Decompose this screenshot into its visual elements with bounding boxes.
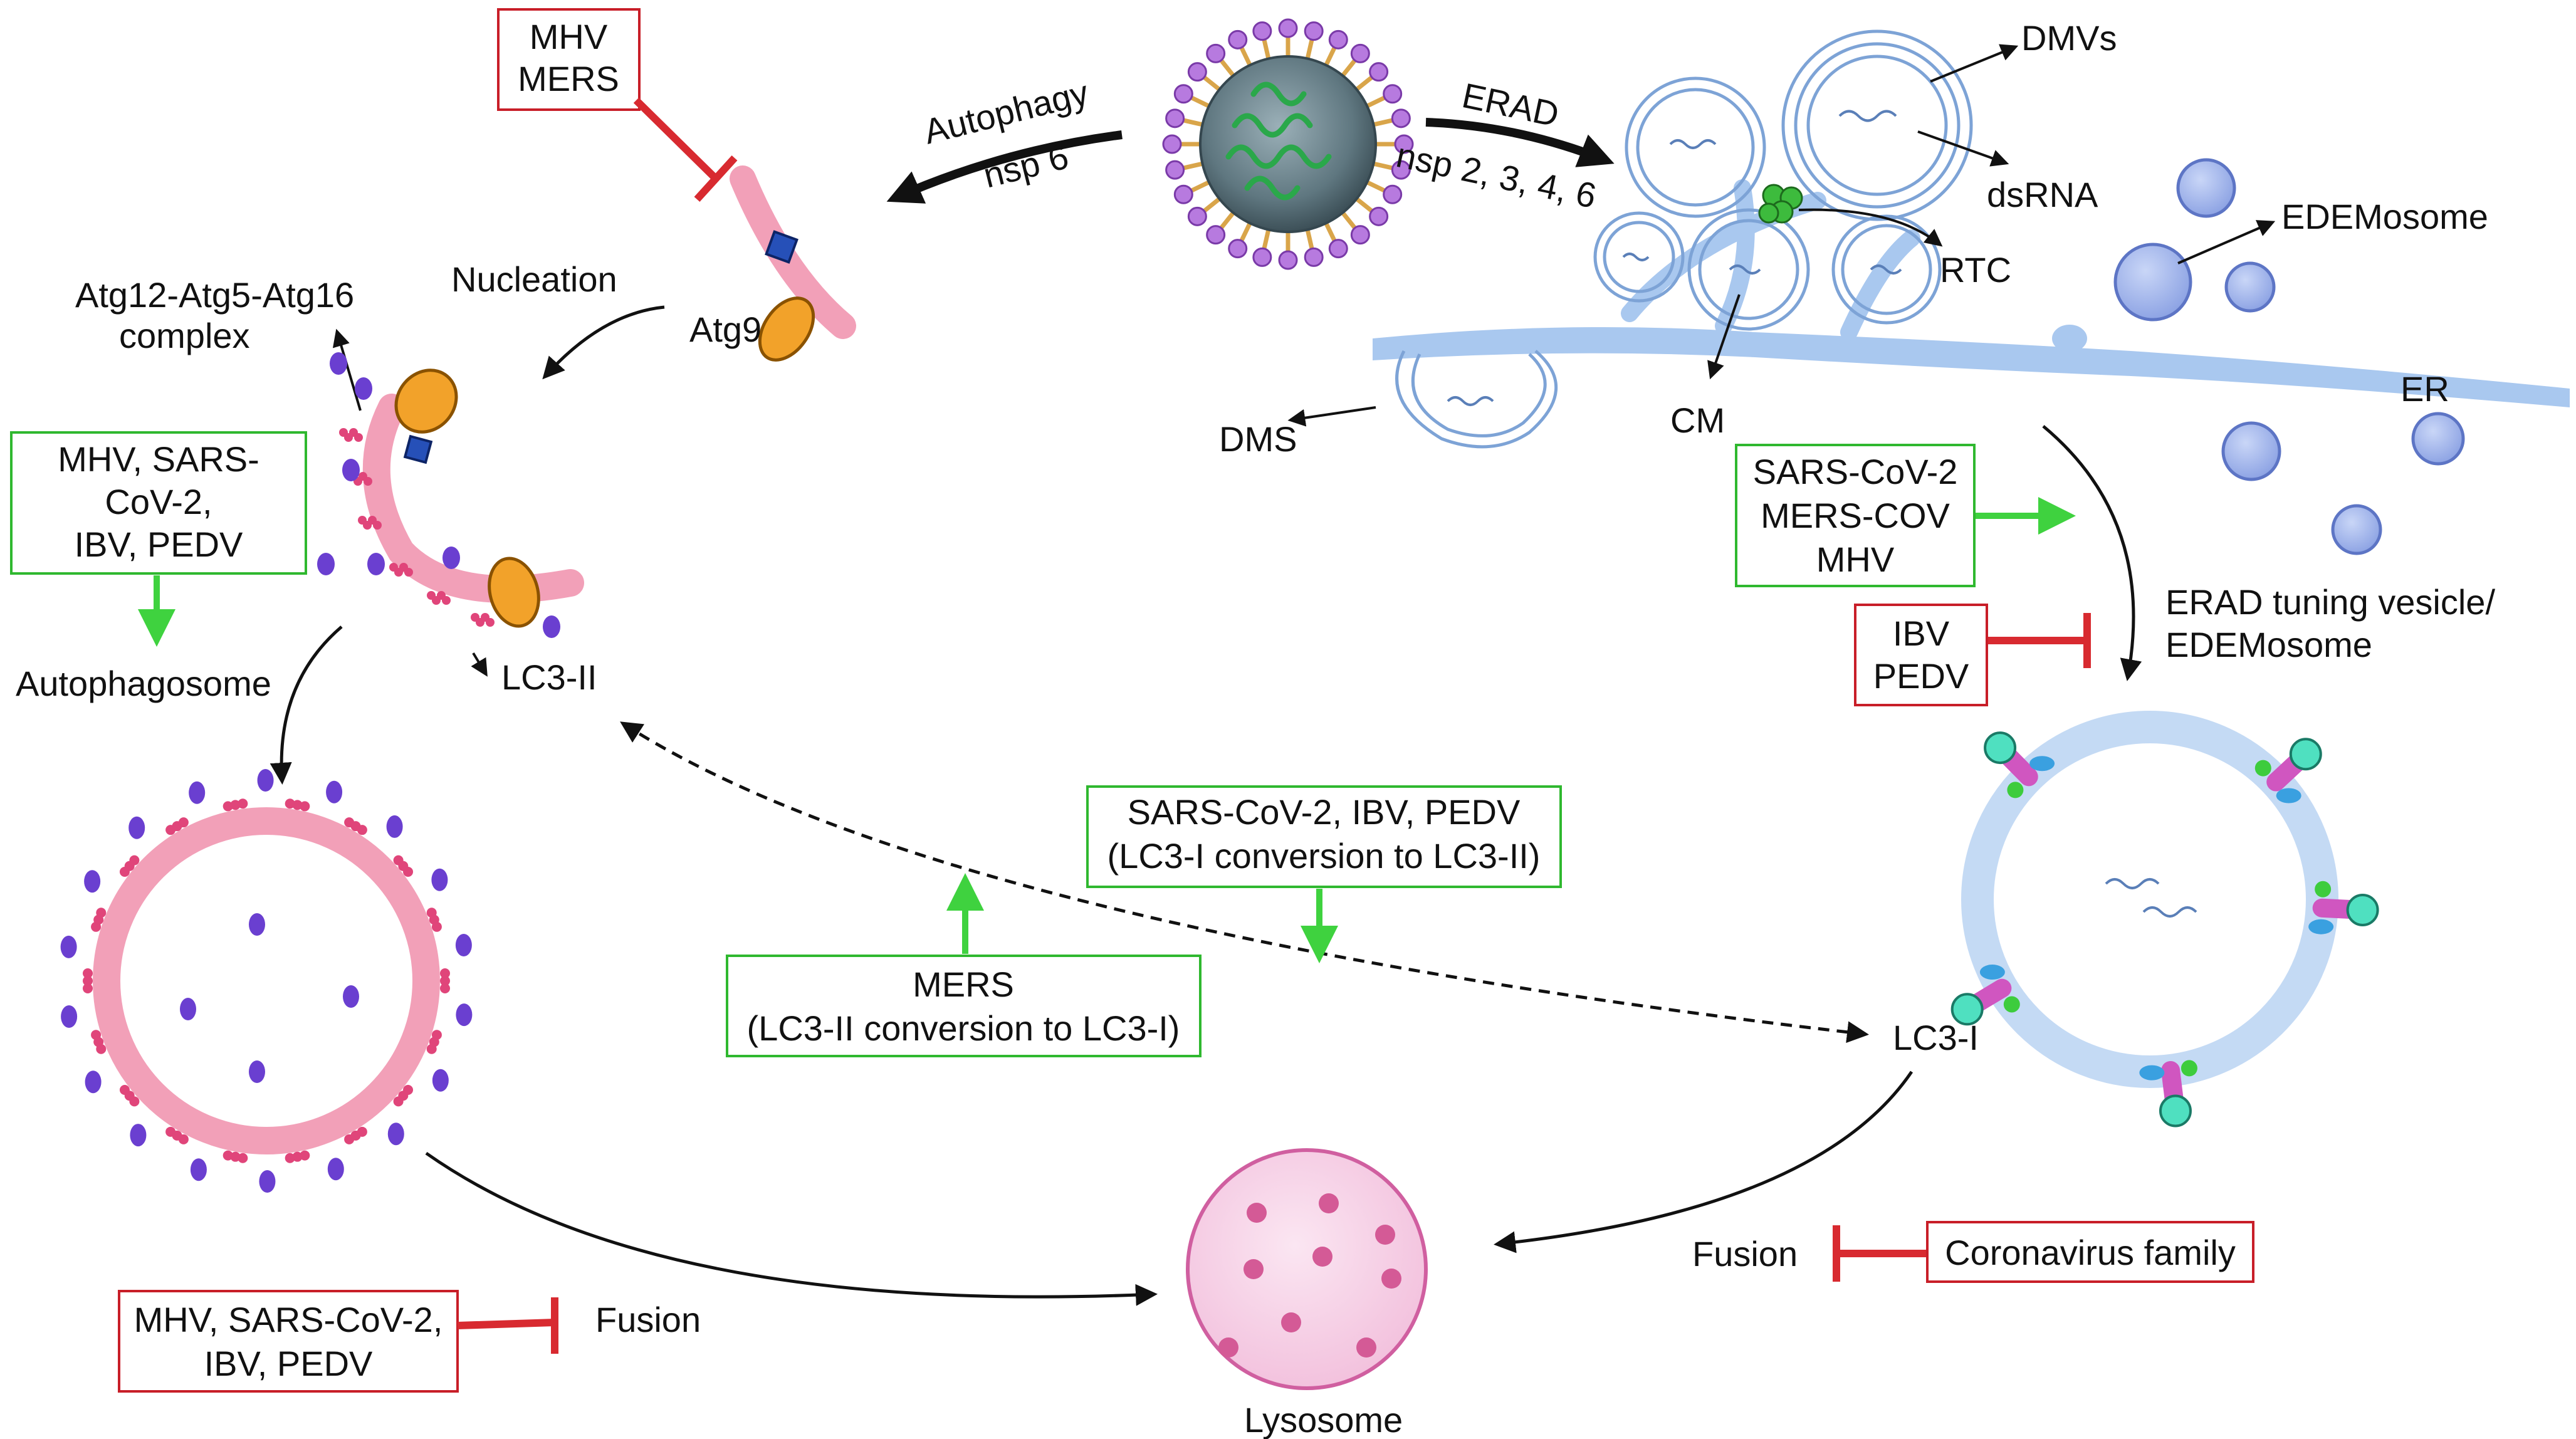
edemosome-pointer [2177,220,2276,264]
erad-vesicle-label-1: ERAD tuning vesicle/ [2165,582,2495,622]
svg-text:MHV, SARS-CoV-2,: MHV, SARS-CoV-2, [134,1300,443,1339]
fusion-right-inhibit [1833,1225,1927,1282]
dsrna-label: dsRNA [1987,175,2098,214]
rtc-pointer [1798,208,1943,247]
erad-arrow [1425,118,1615,167]
lc3-ii-pointer [471,652,488,677]
autophagosome-lysosome-fusion-arrow [425,1151,1158,1306]
svg-text:MHV: MHV [530,17,608,56]
erad-vesicle-label-2: EDEMosome [2165,625,2372,664]
svg-text:(LC3-I conversion to LC3-II): (LC3-I conversion to LC3-II) [1107,836,1541,876]
double-membrane-spherule [1395,350,1558,449]
double-membrane-vesicles [1593,29,1973,331]
to-autophagosome-arrow [270,625,343,785]
svg-text:SARS-CoV-2: SARS-CoV-2 [1753,452,1958,491]
fusion-right-label: Fusion [1692,1234,1798,1274]
svg-text:PEDV: PEDV [1873,656,1969,696]
edemosome-label: EDEMosome [2281,197,2488,236]
phagophore [730,165,856,362]
svg-text:Coronavirus family: Coronavirus family [1945,1233,2236,1272]
mers-conversion-box: MERS (LC3-II conversion to LC3-I) [726,955,1202,1057]
edemosome-large-vesicle [1950,711,2379,1128]
svg-text:IBV, PEDV: IBV, PEDV [75,525,243,564]
fusion-right-box: Coronavirus family [1926,1221,2254,1283]
autophagy-arrow [886,130,1123,204]
nucleation-arrow [542,305,665,380]
dms-pointer [1287,406,1376,427]
nsp6-label: nsp 6 [980,136,1072,195]
svg-text:IBV: IBV [1893,614,1950,653]
svg-text:IBV, PEDV: IBV, PEDV [204,1344,373,1383]
cm-label: CM [1670,400,1725,440]
edemosome-vesicles [2113,158,2465,555]
nucleation-label: Nucleation [451,259,617,299]
svg-text:MERS: MERS [913,965,1014,1004]
edemosome-lysosome-fusion-arrow [1494,1070,1914,1253]
erad-inhibit-bar [1988,613,2091,668]
atg-complex-label-2: complex [119,316,250,355]
atg-complex-label-1: Atg12-Atg5-Atg16 [75,275,354,315]
rtc-label: RTC [1940,250,2011,290]
dms-label: DMS [1219,419,1297,459]
dmvs-label: DMVs [2021,18,2117,58]
fusion-left-inhibit [457,1297,558,1354]
atg-complex-arrow [332,328,362,411]
autophagosome-label: Autophagosome [16,664,271,703]
fusion-left-label: Fusion [595,1300,701,1339]
elongating-phagophore [317,352,584,638]
svg-text:(LC3-II conversion to LC3-I): (LC3-II conversion to LC3-I) [747,1008,1180,1048]
mhv-mers-box: MHV MERS [497,8,641,111]
autophagosome [60,769,473,1193]
coronavirus-particle [1162,18,1414,270]
er-label: ER [2401,369,2449,409]
svg-text:SARS-CoV-2, IBV, PEDV: SARS-CoV-2, IBV, PEDV [1128,792,1521,832]
fusion-left-box: MHV, SARS-CoV-2, IBV, PEDV [118,1290,459,1393]
replication-transcription-complex [1758,184,1803,224]
lysosome [1186,1148,1428,1390]
svg-text:MHV, SARS-: MHV, SARS- [58,439,259,479]
mhv-mers-inhibit [633,97,738,202]
lysosome-label: Lysosome [1244,1400,1403,1439]
lc3-interconversion-arrow [620,721,1869,1044]
svg-text:CoV-2,: CoV-2, [105,482,212,521]
nucleation-viruses-box: MHV, SARS- CoV-2, IBV, PEDV [10,431,307,575]
svg-text:MERS-COV: MERS-COV [1761,496,1950,535]
atg9-label: Atg9 [689,310,762,349]
cm-pointer [1707,294,1741,380]
dsrna-pointer [1917,130,2009,167]
erad-tuning-arrow [2042,425,2142,681]
erad-promote-box: SARS-CoV-2 MERS-COV MHV [1735,444,1976,587]
lc3-ii-label: LC3-II [501,657,597,697]
dmvs-pointer [1930,44,2019,83]
svg-text:MHV: MHV [1816,540,1895,579]
svg-text:MERS: MERS [518,59,619,98]
lc3-conversion-box: SARS-CoV-2, IBV, PEDV (LC3-I conversion … [1086,785,1562,888]
erad-inhibit-box: IBV PEDV [1854,604,1988,706]
viral-rna-strands [1447,110,1902,406]
